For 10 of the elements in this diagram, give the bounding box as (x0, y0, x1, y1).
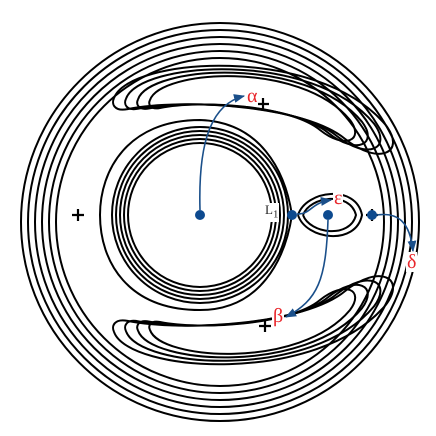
point-dot (323, 210, 333, 220)
arrow (199, 95, 246, 210)
arrow (285, 220, 329, 318)
arrow (296, 197, 332, 215)
region-label: β (272, 306, 284, 326)
point-label: L$_{1}$ (264, 203, 280, 222)
region-label: δ (406, 252, 418, 272)
arrow (376, 214, 416, 252)
point-dot (287, 210, 297, 220)
point-dot (195, 210, 205, 220)
